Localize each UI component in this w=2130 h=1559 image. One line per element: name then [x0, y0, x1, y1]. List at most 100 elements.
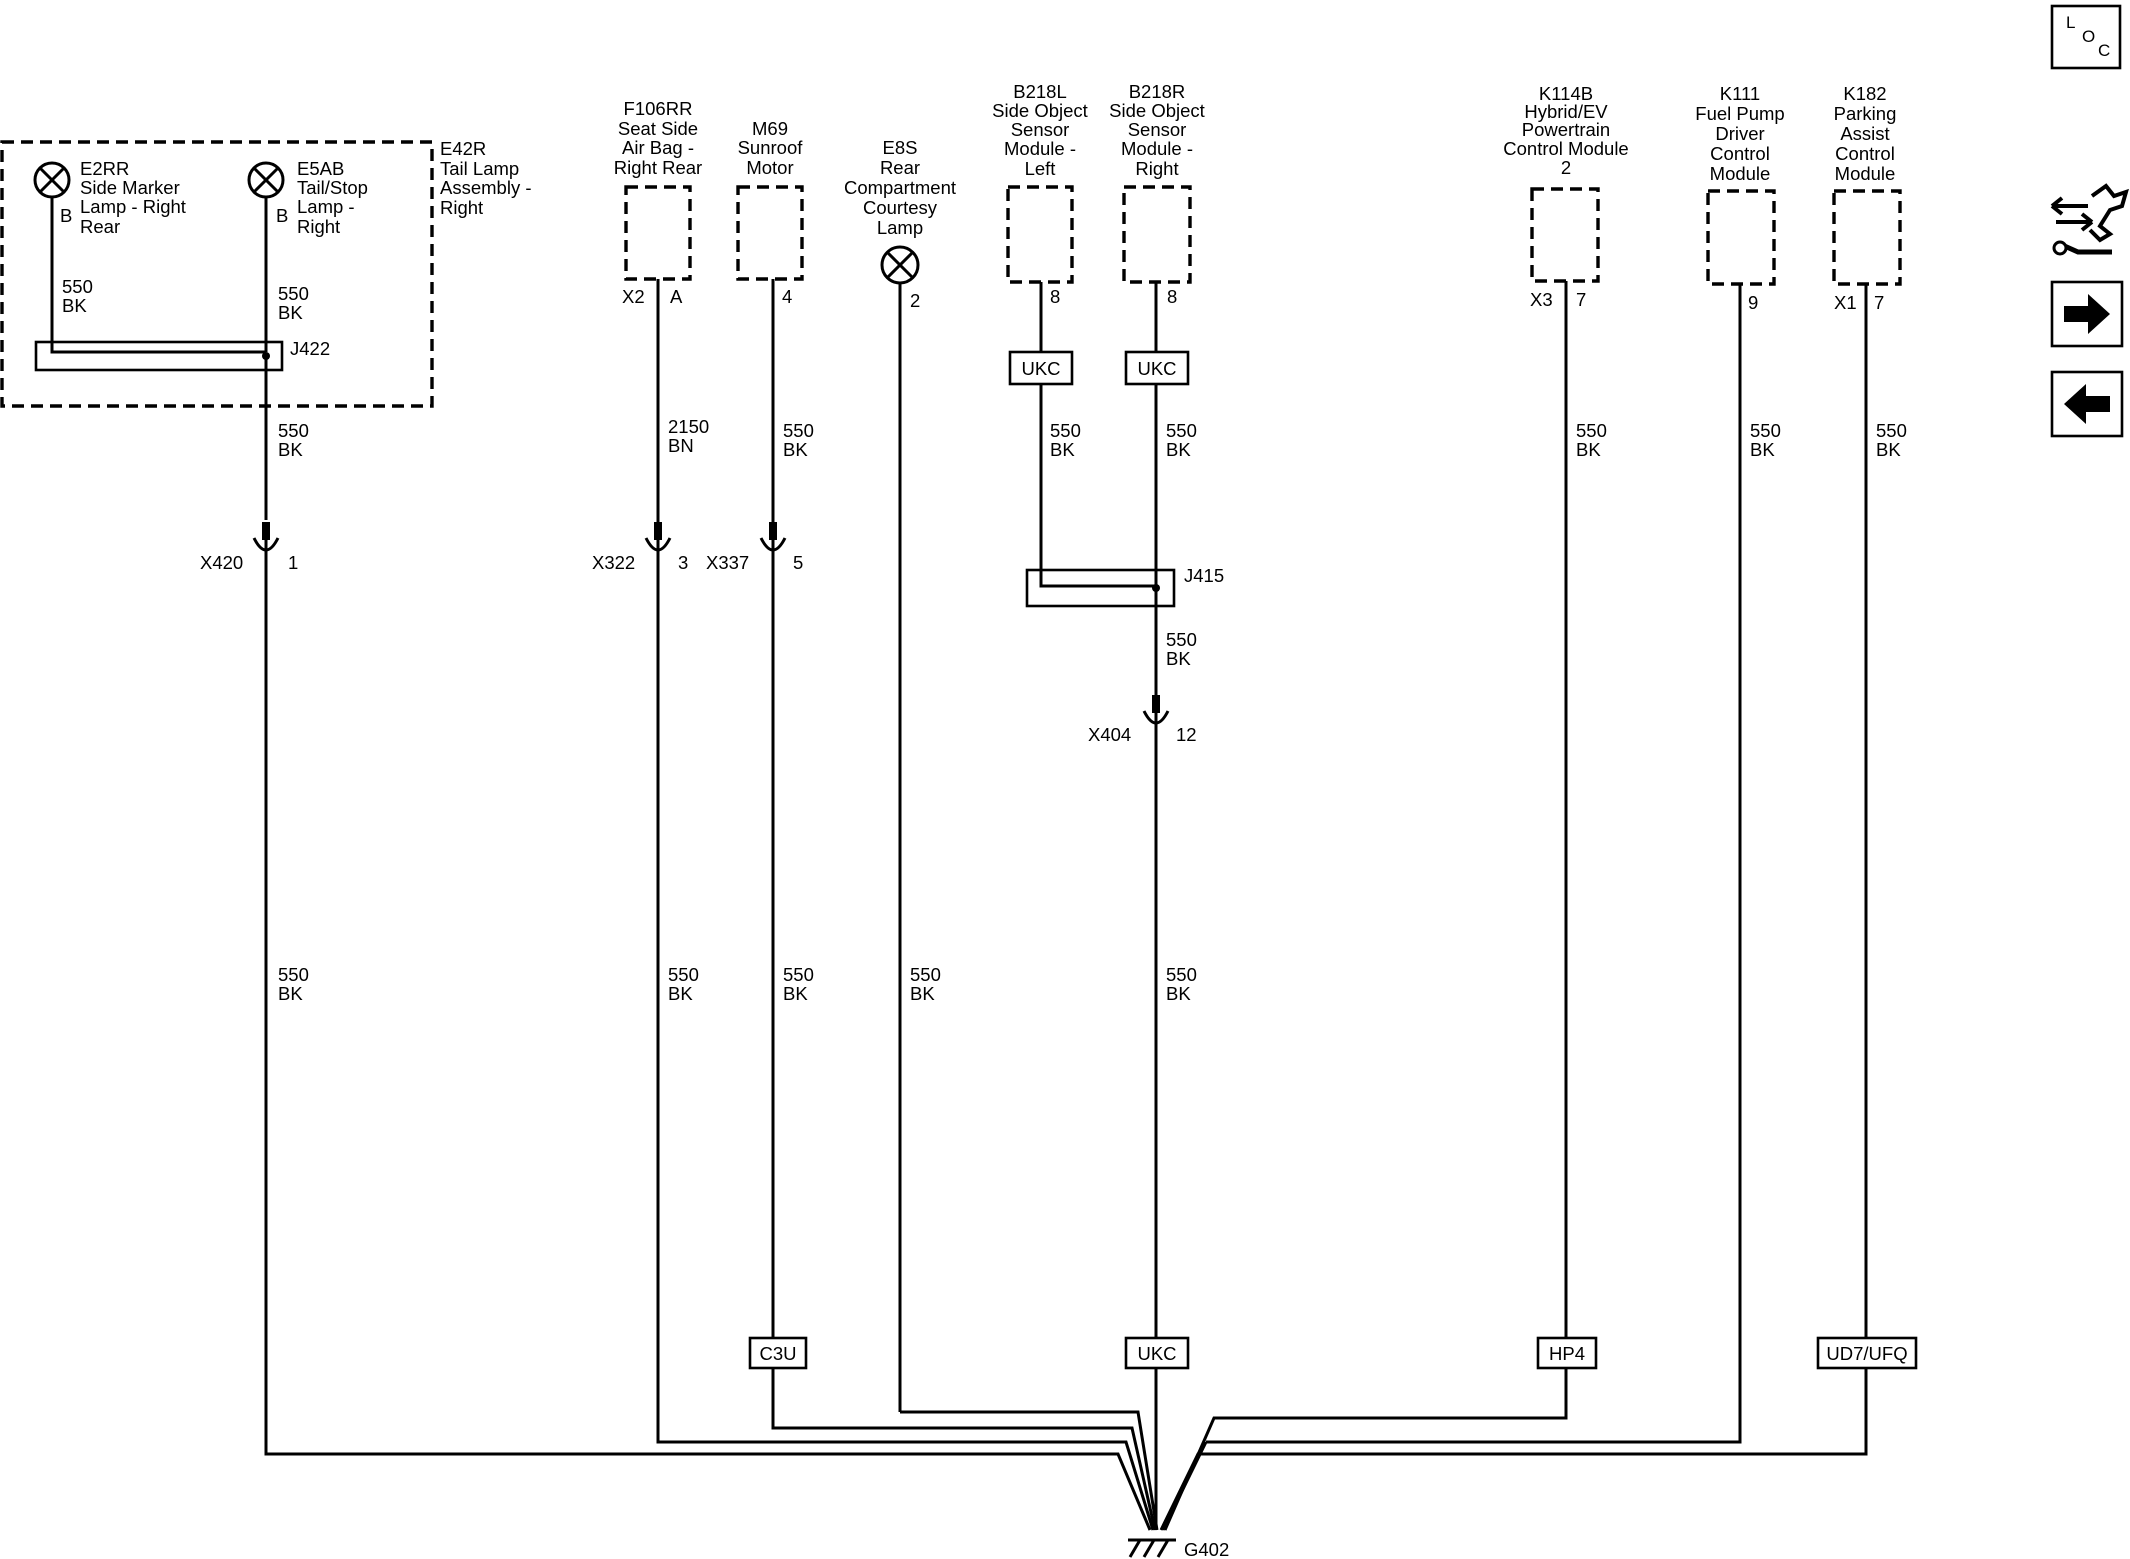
wire-label-j422-bk: BK: [278, 439, 303, 460]
e2rr-label-1: Side Marker: [80, 177, 180, 198]
connector-tool-icon[interactable]: [2050, 183, 2129, 256]
e5ab-label-2: Lamp -: [297, 196, 355, 217]
wire-label-x404-550: 550: [1166, 964, 1197, 985]
b218r-label-0: B218R: [1129, 81, 1186, 102]
b218l-label-1: Side Object: [992, 100, 1088, 121]
j422-splice[interactable]: [34, 340, 284, 372]
wire-label-x420-550: 550: [278, 964, 309, 985]
e5ab-label-3: Right: [297, 216, 340, 237]
g402-ground-icon[interactable]: [1128, 1538, 1176, 1558]
k111-label-4: Module: [1710, 163, 1771, 184]
wire-label-f106rr-2150: 2150: [668, 416, 709, 437]
wire-label-m69-550: 550: [783, 420, 814, 441]
k182-module[interactable]: [1832, 189, 1902, 286]
wire-label-x337-bk: BK: [783, 983, 808, 1004]
wire-b218l-j415: [1039, 384, 1156, 588]
e8s-label-2: Compartment: [844, 177, 956, 198]
k111-label-1: Fuel Pump: [1695, 103, 1784, 124]
loc-letter-o: O: [2082, 27, 2095, 46]
k111-pin: 9: [1748, 292, 1758, 313]
wire-label-k114b-550: 550: [1576, 420, 1607, 441]
e2rr-label-3: Rear: [80, 216, 120, 237]
e8s-pin: 2: [910, 290, 920, 311]
g402-label: G402: [1184, 1539, 1229, 1559]
c3u-option-label: C3U: [759, 1343, 796, 1364]
b218l-label-4: Left: [1025, 158, 1056, 179]
b218l-pin: 8: [1050, 286, 1060, 307]
wire-label-j415-bk: BK: [1166, 648, 1191, 669]
e5ab-label-0: E5AB: [297, 158, 344, 179]
wire-k111-trunk: [1206, 284, 1742, 1444]
e42r-label-0: E42R: [440, 138, 486, 159]
wire-label-x337-550: 550: [783, 964, 814, 985]
k114b-label-3: Control Module: [1503, 138, 1628, 159]
e42r-label-1: Tail Lamp: [440, 158, 519, 179]
e2rr-label-0: E2RR: [80, 158, 129, 179]
x420-pin: 1: [288, 552, 298, 573]
wire-label-k111-bk: BK: [1750, 439, 1775, 460]
k182-label-2: Assist: [1840, 123, 1889, 144]
wire-label-b218r-bk: BK: [1166, 439, 1191, 460]
hp4-option-box: [1536, 1336, 1598, 1370]
f106rr-label-0: F106RR: [624, 98, 693, 119]
k114b-label-0: K114B: [1539, 83, 1593, 104]
k182-conn: X1: [1834, 292, 1857, 313]
b218r-ukc-option-box: [1124, 350, 1190, 386]
b218r-label-4: Right: [1135, 158, 1178, 179]
b218r-label-3: Module -: [1121, 138, 1193, 159]
arrow-left-icon[interactable]: [2050, 370, 2124, 438]
x322-label: X322: [592, 552, 635, 573]
wire-label-b218l-bk: BK: [1050, 439, 1075, 460]
wire-label-j422-550: 550: [278, 420, 309, 441]
e5ab-lamp[interactable]: [247, 161, 285, 199]
x404-label: X404: [1088, 724, 1131, 745]
wire-bus-x420: [264, 540, 1152, 1531]
k111-label-3: Control: [1710, 143, 1770, 164]
f106rr-conn: X2: [622, 286, 645, 307]
x404-pin: 12: [1176, 724, 1197, 745]
j415-splice[interactable]: [1025, 568, 1176, 608]
k114b-label-1: Hybrid/EV: [1524, 101, 1608, 122]
e8s-lamp[interactable]: [880, 245, 920, 285]
k114b-label-4: 2: [1561, 157, 1571, 178]
f106rr-label-1: Seat Side: [618, 118, 698, 139]
wire-label-k114b-bk: BK: [1576, 439, 1601, 460]
x322-pin: 3: [678, 552, 688, 573]
loc-letter-c: C: [2098, 41, 2110, 60]
c3u-option-box: [748, 1336, 808, 1370]
b218r-module[interactable]: [1122, 185, 1192, 284]
e2rr-lamp[interactable]: [33, 161, 71, 199]
k111-module[interactable]: [1706, 189, 1776, 286]
wire-label-e2rr-550: 550: [62, 276, 93, 297]
b218r-pin: 8: [1167, 286, 1177, 307]
wire-bus-x322: [656, 540, 1155, 1531]
arrow-right-icon[interactable]: [2050, 280, 2124, 348]
f106rr-label-2: Air Bag -: [622, 137, 694, 158]
f106rr-label-3: Right Rear: [614, 157, 702, 178]
k182-pin: 7: [1874, 292, 1884, 313]
wire-label-k182-bk: BK: [1876, 439, 1901, 460]
ud7ufq-option-label: UD7/UFQ: [1826, 1343, 1907, 1364]
m69-pin: 4: [782, 286, 792, 307]
x420-label: X420: [200, 552, 243, 573]
k114b-label-2: Powertrain: [1522, 119, 1610, 140]
wire-label-k111-550: 550: [1750, 420, 1781, 441]
wire-label-e8s-550: 550: [910, 964, 941, 985]
m69-label-1: Sunroof: [738, 137, 804, 158]
loc-button[interactable]: L O C: [2050, 4, 2122, 70]
wire-label-x420-bk: BK: [278, 983, 303, 1004]
j422-label: J422: [290, 338, 330, 359]
wire-label-e8s-bk: BK: [910, 983, 935, 1004]
k114b-module[interactable]: [1530, 187, 1600, 283]
k114b-pin: 7: [1576, 289, 1586, 310]
ukc-lower-option-label: UKC: [1137, 1343, 1176, 1364]
e2rr-label-2: Lamp - Right: [80, 196, 186, 217]
k182-label-4: Module: [1835, 163, 1896, 184]
b218l-module[interactable]: [1006, 185, 1074, 284]
e8s-label-3: Courtesy: [863, 197, 938, 218]
b218l-ukc-option-box: [1008, 350, 1074, 386]
m69-module[interactable]: [736, 185, 804, 281]
f106rr-module[interactable]: [624, 185, 692, 281]
wire-label-x322-550: 550: [668, 964, 699, 985]
b218l-label-3: Module -: [1004, 138, 1076, 159]
